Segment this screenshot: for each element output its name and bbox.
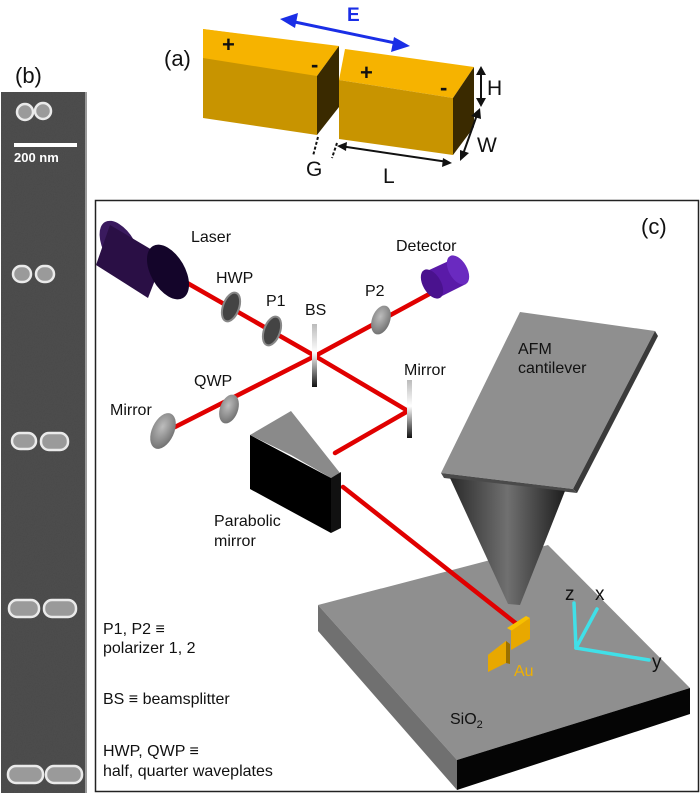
bs-label: BS — [305, 302, 326, 319]
panel-a: (a) E + - + - — [164, 5, 502, 188]
sem-dimer-2 — [11, 264, 56, 284]
sio2-label-subscript: 2 — [477, 719, 483, 731]
dimension-arrowheads — [337, 66, 486, 167]
p1-label: P1 — [266, 293, 286, 310]
length-label: L — [383, 165, 395, 188]
afm-label-2: cantilever — [518, 360, 587, 377]
afm-cantilever — [441, 312, 658, 605]
qwp-optic — [219, 394, 239, 424]
right-minus-sign: - — [440, 75, 447, 100]
sio2-label: SiO2 — [450, 711, 483, 731]
left-mirror-optic — [150, 413, 176, 449]
hwp-label: HWP — [216, 270, 253, 287]
right-mirror-label: Mirror — [404, 362, 446, 379]
scale-bar — [14, 143, 77, 147]
sem-dimer-3 — [10, 431, 70, 452]
width-label: W — [477, 134, 497, 157]
legend-p1p2-definition: polarizer 1, 2 — [103, 640, 196, 657]
left-plus-sign: + — [222, 32, 235, 57]
panel-c-label: (c) — [641, 214, 667, 239]
abbreviation-legend: P1, P2 ≡ polarizer 1, 2 BS ≡ beamsplitte… — [103, 621, 273, 780]
au-label: Au — [514, 663, 534, 680]
parabolic-mirror-label-2: mirror — [214, 533, 256, 550]
legend-bs: BS ≡ beamsplitter — [103, 691, 230, 708]
left-nanorod — [203, 29, 339, 135]
field-label: E — [347, 5, 360, 26]
panel-b: (b) 200 nm — [1, 63, 87, 793]
parabolic-mirror-label-1: Parabolic — [214, 513, 281, 530]
beamsplitter-optic — [312, 324, 317, 387]
p2-optic — [371, 305, 391, 335]
detector-label: Detector — [396, 238, 457, 255]
sem-dimer-1 — [15, 101, 53, 122]
axis-x-label: x — [595, 584, 605, 605]
laser-source — [96, 220, 190, 300]
axis-y-label: y — [652, 652, 662, 673]
sem-dimer-4 — [7, 598, 78, 619]
panel-c: (c) Laser — [94, 199, 700, 793]
au-dimer — [488, 616, 530, 672]
panel-a-label: (a) — [164, 46, 191, 71]
height-label: H — [487, 77, 502, 100]
scale-bar-label: 200 nm — [14, 150, 59, 165]
afm-label-1: AFM — [518, 341, 552, 358]
panel-b-label: (b) — [15, 63, 42, 88]
field-arrow — [280, 13, 410, 52]
sem-dimer-5 — [6, 764, 84, 785]
left-mirror-label: Mirror — [110, 402, 152, 419]
arrow-head-left-icon — [280, 13, 298, 28]
hwp-optic — [220, 291, 242, 323]
legend-waveplates-definition: half, quarter waveplates — [103, 763, 273, 780]
p1-optic — [261, 315, 283, 347]
legend-p1p2-term: P1, P2 ≡ — [103, 621, 165, 638]
right-mirror-optic — [407, 380, 412, 438]
right-plus-sign: + — [360, 60, 373, 85]
afm-tip — [450, 478, 565, 605]
axis-z-label: z — [565, 584, 575, 605]
qwp-label: QWP — [194, 373, 232, 390]
gap-label: G — [306, 158, 322, 181]
parabolic-mirror — [250, 411, 341, 533]
detector — [420, 255, 470, 299]
right-nanorod — [339, 49, 474, 155]
p2-label: P2 — [365, 283, 385, 300]
dimension-markers — [312, 70, 482, 163]
sio2-label-main: SiO — [450, 711, 477, 728]
legend-waveplates-term: HWP, QWP ≡ — [103, 743, 199, 760]
coordinate-axes — [572, 601, 651, 662]
arrow-head-right-icon — [391, 37, 410, 52]
left-minus-sign: - — [311, 52, 318, 77]
laser-label: Laser — [191, 229, 232, 246]
laser-beam-path — [172, 273, 521, 628]
